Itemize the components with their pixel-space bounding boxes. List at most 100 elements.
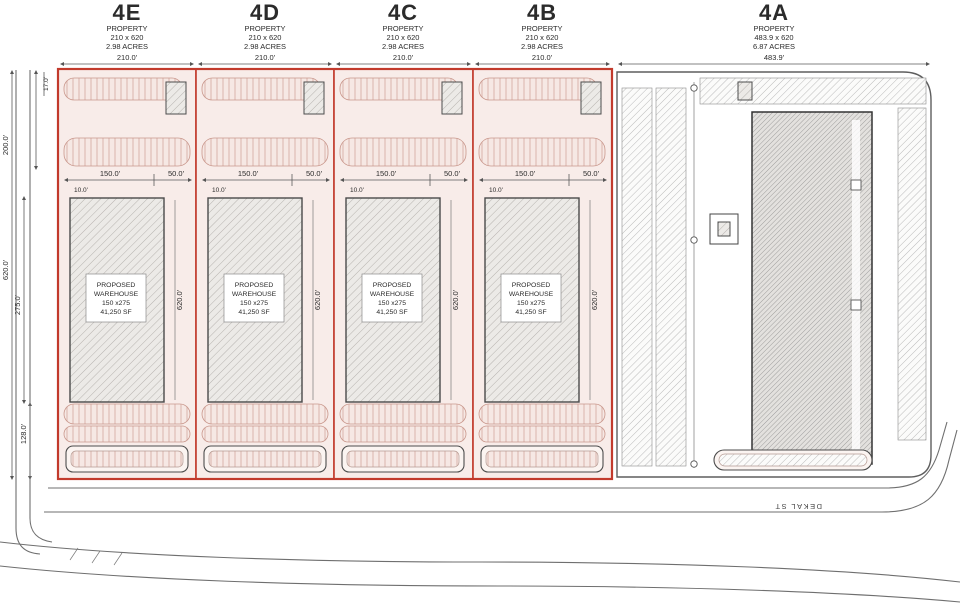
dim-150: 150.0' <box>100 169 121 178</box>
property-label: PROPERTY <box>382 24 423 33</box>
warehouse-line4: 41,250 SF <box>376 309 407 316</box>
parcel-id: 4B <box>527 0 557 25</box>
warehouse-line1: PROPOSED <box>97 282 136 289</box>
property-size: 210 x 620 <box>526 33 559 42</box>
utility-pad <box>441 81 463 115</box>
property-size: 210 x 620 <box>249 33 282 42</box>
property-size: 483.9 x 620 <box>754 33 793 42</box>
dim-620: 620.0' <box>590 289 599 310</box>
utility-pad <box>303 81 325 115</box>
parking-bay <box>699 77 927 105</box>
parking-row <box>63 137 191 167</box>
warehouse-line3: 150 x275 <box>102 300 130 307</box>
parcel-id: 4A <box>759 0 789 25</box>
parking-row <box>201 77 321 101</box>
dim-50: 50.0' <box>306 169 323 178</box>
loading-area-inner <box>718 453 868 467</box>
equipment-pad-inner <box>717 221 731 237</box>
property-acres: 2.98 ACRES <box>382 42 424 51</box>
road-tick <box>69 547 79 561</box>
dekal-st-north-edge <box>48 421 948 489</box>
warehouse-label-box <box>361 273 423 323</box>
property-acres: 2.98 ACRES <box>106 42 148 51</box>
property-acres: 2.98 ACRES <box>521 42 563 51</box>
parking-row <box>478 403 606 425</box>
parcel-4A <box>616 71 932 478</box>
dim-128: 128.0' <box>19 423 28 444</box>
warehouse-label-box <box>85 273 147 323</box>
dim-10: 10.0' <box>350 187 364 194</box>
parking-row <box>63 425 191 443</box>
building-marker <box>850 179 862 191</box>
frontage-dim: 210.0' <box>255 53 276 62</box>
frontage-dim: 210.0' <box>393 53 414 62</box>
parcel-4E-header: 4E PROPERTY 210 x 620 2.98 ACRES 210.0' <box>60 0 194 66</box>
roads: DEKAL ST <box>0 70 960 603</box>
warehouse-line3: 150 x275 <box>378 300 406 307</box>
loading-area-inner <box>485 450 599 468</box>
loading-area-inner <box>70 450 184 468</box>
dekal-st-south-edge <box>44 429 958 513</box>
parking-bay <box>897 107 927 441</box>
frontage-dim: 483.9' <box>764 53 785 62</box>
dim-275: 275.0' <box>13 294 22 315</box>
dim-10: 10.0' <box>489 187 503 194</box>
parking-row <box>478 77 598 101</box>
warehouse-line4: 41,250 SF <box>515 309 546 316</box>
parking-bay <box>655 87 687 467</box>
warehouse-line2: WAREHOUSE <box>370 291 415 298</box>
warehouse-line4: 41,250 SF <box>238 309 269 316</box>
dim-620-left: 620.0' <box>1 259 10 280</box>
dim-620: 620.0' <box>313 289 322 310</box>
dim-17: 17.0' <box>43 77 50 91</box>
dim-150: 150.0' <box>238 169 259 178</box>
parking-row <box>339 77 459 101</box>
parking-row <box>201 425 329 443</box>
warehouse-label-box <box>500 273 562 323</box>
warehouse-line2: WAREHOUSE <box>94 291 139 298</box>
warehouse-label-box <box>223 273 285 323</box>
parcel-4A-header: 4A PROPERTY 483.9 x 620 6.87 ACRES 483.9… <box>618 0 930 66</box>
west-road-edge <box>15 70 41 555</box>
parking-bay <box>621 87 653 467</box>
parcel-id: 4E <box>113 0 142 25</box>
parcel-boundary <box>616 71 932 478</box>
parcel-4D: 150.0' 50.0' 10.0' PROPOSED WAREHOUSE 15… <box>195 68 335 480</box>
loading-area-inner <box>346 450 460 468</box>
frontage-dim: 210.0' <box>117 53 138 62</box>
dim-620: 620.0' <box>175 289 184 310</box>
building-interior-strip <box>852 120 860 456</box>
property-acres: 2.98 ACRES <box>244 42 286 51</box>
parking-row <box>201 137 329 167</box>
south-road-edge <box>0 541 960 583</box>
dim-50: 50.0' <box>168 169 185 178</box>
survey-marker <box>690 84 698 92</box>
road-tick <box>91 550 101 564</box>
warehouse-line3: 150 x275 <box>240 300 268 307</box>
parcel-4B-header: 4B PROPERTY 210 x 620 2.98 ACRES 210.0' <box>475 0 610 66</box>
parcel-4B: 150.0' 50.0' 10.0' PROPOSED WAREHOUSE 15… <box>472 68 613 480</box>
parcel-4E: 150.0' 50.0' 10.0' PROPOSED WAREHOUSE 15… <box>57 68 197 480</box>
parking-row <box>339 403 467 425</box>
parking-row <box>63 77 183 101</box>
property-label: PROPERTY <box>521 24 562 33</box>
dim-10: 10.0' <box>74 187 88 194</box>
warehouse-line1: PROPOSED <box>373 282 412 289</box>
utility-pad <box>580 81 602 115</box>
property-size: 210 x 620 <box>387 33 420 42</box>
warehouse-line3: 150 x275 <box>517 300 545 307</box>
frontage-dim: 210.0' <box>532 53 553 62</box>
parcel-id: 4D <box>250 0 280 25</box>
warehouse-line2: WAREHOUSE <box>232 291 277 298</box>
survey-marker <box>690 460 698 468</box>
parking-row <box>201 403 329 425</box>
property-size: 210 x 620 <box>111 33 144 42</box>
dim-150: 150.0' <box>515 169 536 178</box>
survey-marker <box>690 236 698 244</box>
parcel-4C: 150.0' 50.0' 10.0' PROPOSED WAREHOUSE 15… <box>333 68 474 480</box>
dim-150: 150.0' <box>376 169 397 178</box>
red-outline <box>56 67 614 481</box>
building-marker <box>850 299 862 311</box>
road-tick <box>113 552 123 566</box>
utility-pad <box>737 81 753 101</box>
